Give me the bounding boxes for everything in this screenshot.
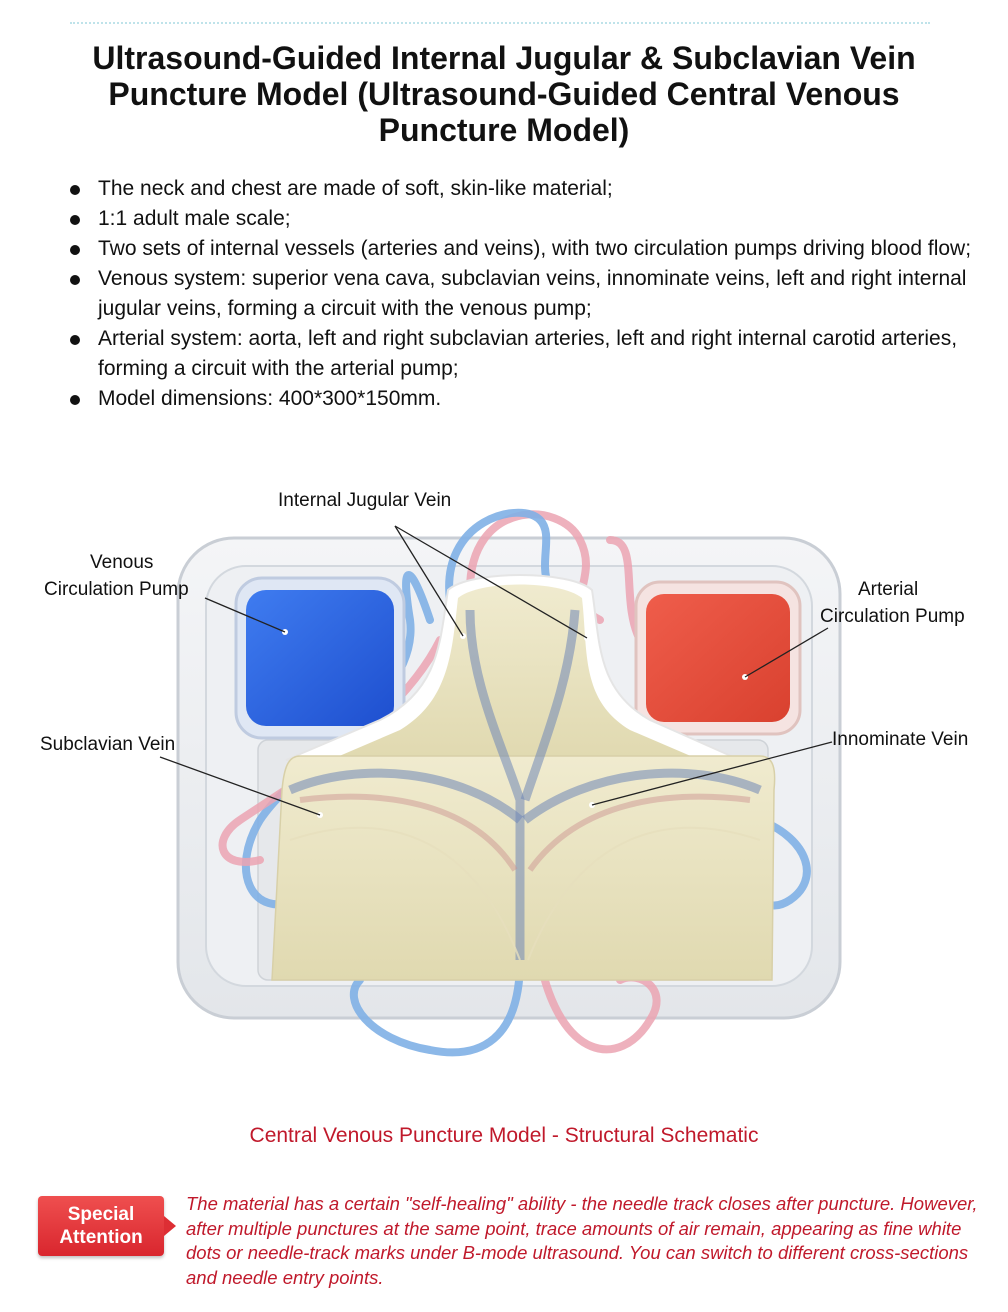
feature-list: The neck and chest are made of soft, ski… <box>66 174 978 414</box>
top-divider <box>70 22 930 24</box>
feature-text: 1:1 adult male scale; <box>98 207 291 230</box>
leader-line <box>159 756 321 816</box>
feature-text: The neck and chest are made of soft, ski… <box>98 177 613 200</box>
feature-text: Two sets of internal vessels (arteries a… <box>98 237 972 260</box>
feature-item: Two sets of internal vessels (arteries a… <box>66 234 978 264</box>
feature-item: The neck and chest are made of soft, ski… <box>66 174 978 204</box>
page-title: Ultrasound-Guided Internal Jugular & Sub… <box>92 40 916 148</box>
feature-item: Venous system: superior vena cava, subcl… <box>66 264 978 324</box>
label-innominate-vein: Innominate Vein <box>832 729 969 750</box>
vein-tube <box>350 956 524 1057</box>
label-subclavian-vein: Subclavian Vein <box>40 734 176 755</box>
bullet-icon <box>70 275 80 285</box>
bullet-icon <box>70 215 80 225</box>
feature-item: Model dimensions: 400*300*150mm. <box>66 384 978 414</box>
feature-item: Arterial system: aorta, left and right s… <box>66 324 978 384</box>
feature-text: Arterial system: aorta, left and right s… <box>98 327 958 380</box>
badge-line-1: Special <box>67 1204 135 1225</box>
label-venous-pump-line2: Circulation Pump <box>44 579 189 600</box>
label-venous-pump-line1: Venous <box>90 552 154 573</box>
venous-pump <box>234 576 406 740</box>
leader-line <box>591 741 833 806</box>
feature-text: Model dimensions: 400*300*150mm. <box>98 387 442 410</box>
label-internal-jugular-vein: Internal Jugular Vein <box>278 490 452 511</box>
feature-item: 1:1 adult male scale; <box>66 204 978 234</box>
attention-text: The material has a certain "self-healing… <box>186 1193 978 1288</box>
badge-line-2: Attention <box>59 1227 143 1248</box>
arterial-pump <box>634 580 802 736</box>
label-arterial-pump-line1: Arterial <box>858 579 919 600</box>
leader-line <box>394 525 588 639</box>
neck-chest-pad <box>271 574 776 981</box>
leader-line <box>744 627 829 678</box>
figure-caption: Central Venous Puncture Model - Structur… <box>249 1124 759 1147</box>
bullet-icon <box>70 185 80 195</box>
bullet-icon <box>70 335 80 345</box>
special-attention-badge: Special Attention <box>38 1196 176 1256</box>
model-illustration <box>159 508 842 1057</box>
leader-lines <box>159 525 833 816</box>
leader-line <box>394 525 464 637</box>
feature-text: Venous system: superior vena cava, subcl… <box>98 267 967 320</box>
leader-line <box>204 597 286 633</box>
bullet-icon <box>70 395 80 405</box>
bullet-icon <box>70 245 80 255</box>
label-arterial-pump-line2: Circulation Pump <box>820 606 965 627</box>
